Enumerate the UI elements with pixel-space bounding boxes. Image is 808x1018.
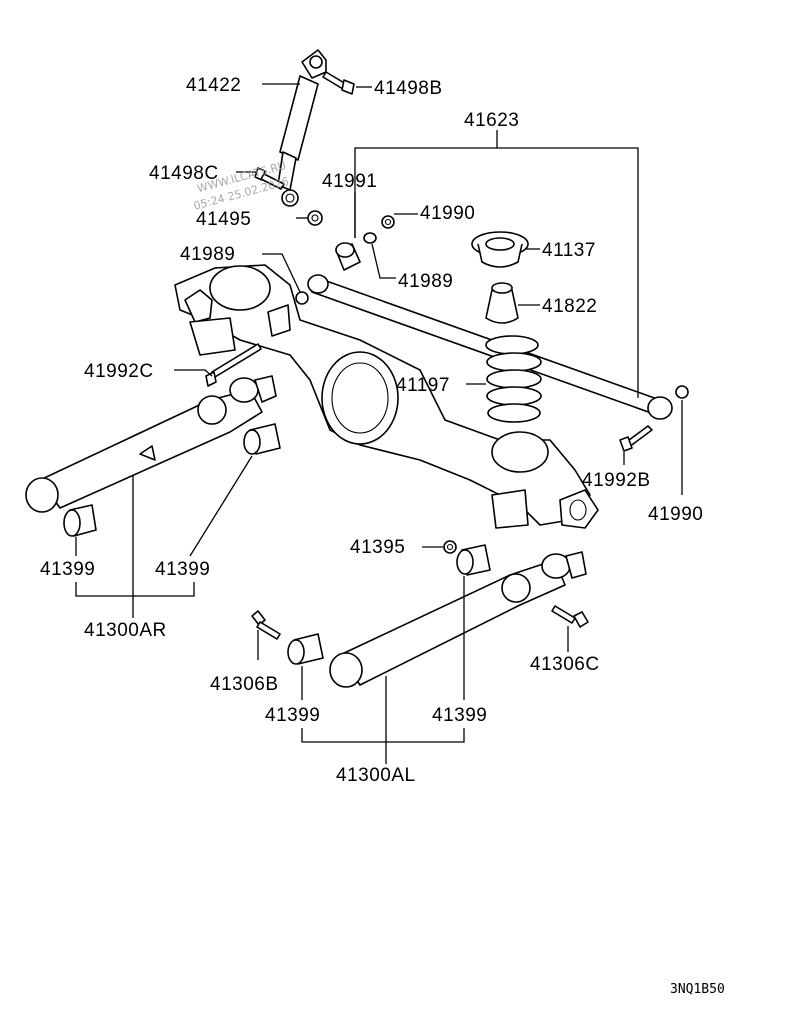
label-41623[interactable]: 41623	[464, 110, 519, 131]
label-41498b[interactable]: 41498B	[374, 78, 443, 99]
bushing-41399-d-drawing	[456, 544, 491, 576]
trailing-arm-right-drawing	[25, 375, 277, 513]
coil-spring-drawing	[485, 335, 542, 423]
label-41399-a[interactable]: 41399	[40, 559, 95, 580]
label-41300ar[interactable]: 41300AR	[84, 620, 167, 641]
bolt-41992b-drawing	[619, 425, 653, 452]
leader-lines	[75, 83, 683, 764]
nut-41495-drawing	[307, 210, 323, 226]
washer-41989-left-drawing	[295, 291, 309, 305]
label-41991[interactable]: 41991	[322, 171, 377, 192]
label-41989-right[interactable]: 41989	[398, 271, 453, 292]
bushing-41991-drawing	[335, 242, 361, 271]
bushing-41399-b-drawing	[243, 423, 281, 455]
label-41495[interactable]: 41495	[196, 209, 251, 230]
label-41197[interactable]: 41197	[396, 375, 450, 396]
figure-code: 3NQ1B50	[670, 982, 725, 997]
bolt-41498c-drawing	[254, 167, 285, 190]
bushing-41399-a-drawing	[63, 504, 97, 537]
label-41822[interactable]: 41822	[542, 296, 597, 317]
spring-seat-drawing	[471, 231, 529, 268]
trailing-arm-left-drawing	[329, 551, 587, 688]
label-41137[interactable]: 41137	[542, 240, 596, 261]
shock-absorber-drawing	[277, 49, 327, 207]
label-41990-right[interactable]: 41990	[648, 504, 703, 525]
label-41992c[interactable]: 41992C	[84, 361, 154, 382]
label-41306c[interactable]: 41306C	[530, 654, 600, 675]
axle-housing-drawing	[174, 264, 599, 529]
label-41990-top[interactable]: 41990	[420, 203, 475, 224]
bolt-41992c-drawing	[205, 343, 262, 387]
bolt-41306c-drawing	[551, 605, 589, 628]
bolt-41498b-drawing	[322, 71, 355, 95]
label-41992b[interactable]: 41992B	[582, 470, 651, 491]
label-41399-c[interactable]: 41399	[265, 705, 320, 726]
label-41399-d[interactable]: 41399	[432, 705, 487, 726]
label-41498c[interactable]: 41498C	[149, 163, 219, 184]
label-41989-left[interactable]: 41989	[180, 244, 235, 265]
part-labels: 41422 41498B 41623 41498C 41991 41495 41…	[40, 75, 703, 786]
label-41300al[interactable]: 41300AL	[336, 765, 416, 786]
bushing-41399-c-drawing	[287, 633, 324, 665]
nut-41395-drawing	[443, 540, 457, 554]
bolt-41306b-drawing	[251, 610, 281, 640]
bump-stopper-drawing	[485, 282, 519, 324]
washer-41989-right-drawing	[363, 232, 377, 244]
label-41399-b[interactable]: 41399	[155, 559, 210, 580]
label-41422[interactable]: 41422	[186, 75, 241, 96]
label-41306b[interactable]: 41306B	[210, 674, 279, 695]
nut-41990-top-drawing	[381, 215, 395, 229]
label-41395[interactable]: 41395	[350, 537, 405, 558]
